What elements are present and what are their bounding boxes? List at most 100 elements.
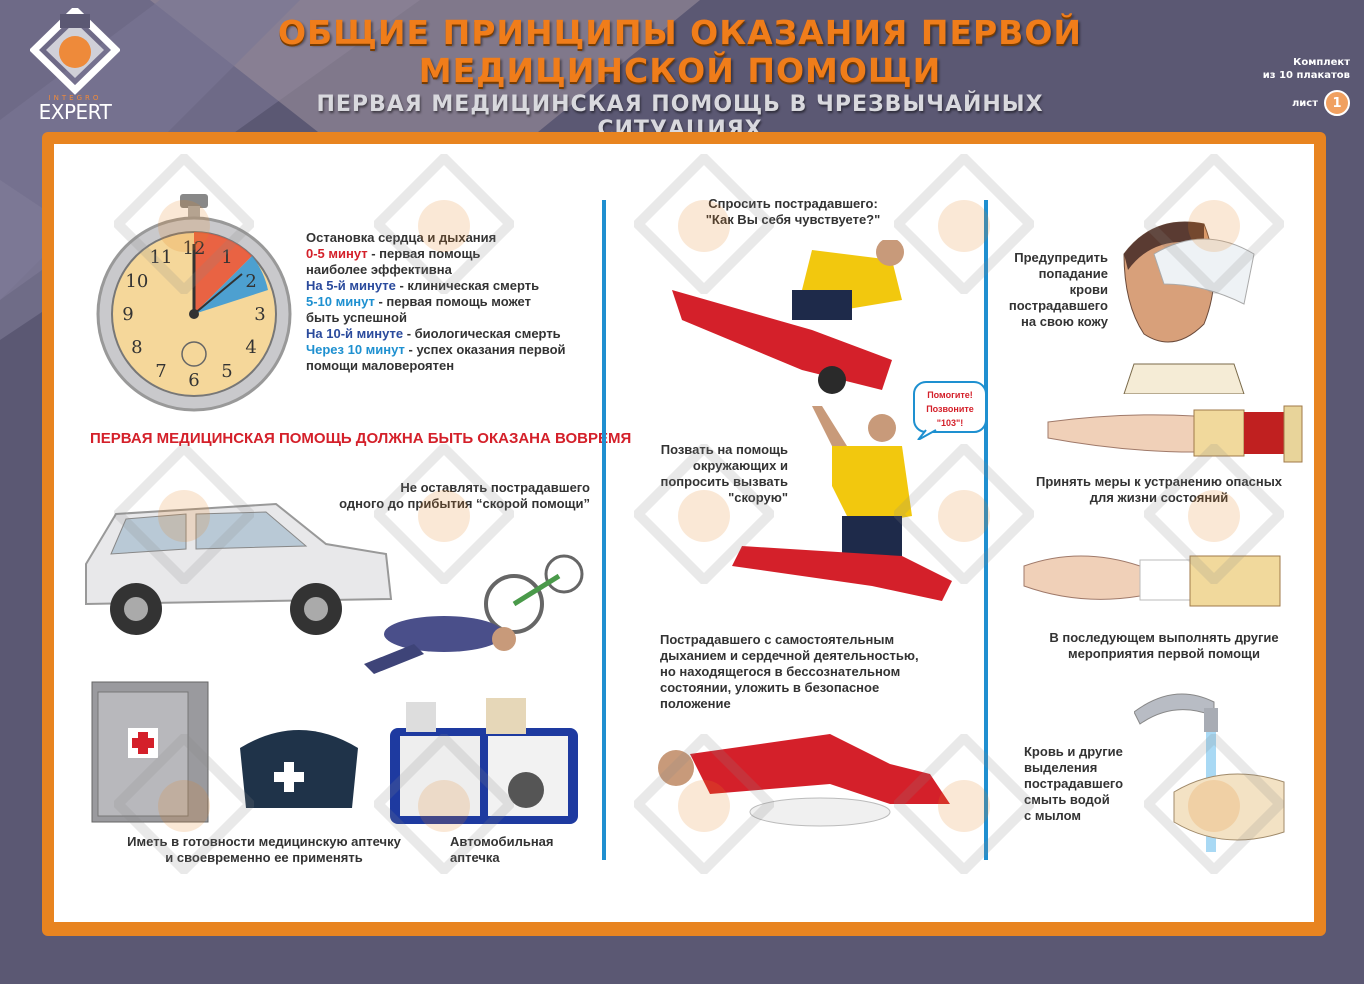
safe-position-text: Пострадавшего с самостоятельным дыханием… <box>660 632 919 712</box>
clock-line-text: - первая помощь может <box>374 294 531 309</box>
safe-line-2: дыханием и сердечной деятельностью, <box>660 648 919 663</box>
logo-emblem-icon <box>28 5 122 95</box>
car-illustration <box>85 502 393 635</box>
do-not-leave-line-2: одного до прибытия “скорой помощи” <box>339 496 590 511</box>
further-actions-text: В последующем выполнять другие мероприят… <box>1024 630 1304 662</box>
stopwatch-icon: 121234567891011 <box>96 194 292 412</box>
safe-line-4: состоянии, уложить в безопасное <box>660 680 880 695</box>
prevent-line-1: Предупредить <box>1014 250 1108 265</box>
further-line-2: мероприятия первой помощи <box>1067 646 1260 661</box>
clock-line-highlight: На 10-й минуте <box>306 326 404 341</box>
call-line-4: "скорую" <box>728 490 788 505</box>
safe-line-5: положение <box>660 696 731 711</box>
clock-number: 3 <box>254 304 265 325</box>
clock-line-text: - биологическая смерть <box>403 326 561 341</box>
measures-line-2: для жизни состояний <box>1089 490 1229 505</box>
clock-line-text: - клиническая смерть <box>395 278 540 293</box>
column-divider-right <box>984 200 988 860</box>
clock-line-highlight: 0-5 минут <box>306 246 368 261</box>
call-help-text: Позвать на помощь окружающих и попросить… <box>634 442 788 506</box>
clock-number: 6 <box>188 370 199 391</box>
tourniquet-illustration <box>1047 405 1303 463</box>
clock-line-text: Остановка сердца и дыхания <box>306 230 497 245</box>
call-line-3: попросить вызвать <box>660 474 788 489</box>
prevent-line-2: попадание <box>1038 266 1108 281</box>
clock-number: 11 <box>150 247 173 268</box>
gloved-helper-illustration <box>1123 221 1255 394</box>
kit-ready-line-1: Иметь в готовности медицинскую аптечку <box>127 834 401 849</box>
calling-help-illustration <box>732 406 952 601</box>
kit-ready-text: Иметь в готовности медицинскую аптечку и… <box>94 834 434 866</box>
clock-number: 2 <box>245 271 256 292</box>
safe-line-1: Пострадавшего с самостоятельным <box>660 632 895 647</box>
car-kit-line-2: аптечка <box>450 850 500 865</box>
column-divider-left <box>602 200 606 860</box>
title-line-1: ОБЩИЕ ПРИНЦИПЫ ОКАЗАНИЯ ПЕРВОЙ <box>277 13 1083 52</box>
clock-line: 0-5 минут - первая помощь <box>306 246 566 262</box>
do-not-leave-line-1: Не оставлять пострадавшего <box>400 480 590 495</box>
do-not-leave-text: Не оставлять пострадавшего одного до при… <box>280 480 590 512</box>
wash-line-4: смыть водой <box>1024 792 1110 807</box>
poster-panel: 121234567891011 Остановка сердца и дыхан… <box>42 132 1326 936</box>
clock-line: помощи маловероятен <box>306 358 566 374</box>
page-title: ОБЩИЕ ПРИНЦИПЫ ОКАЗАНИЯ ПЕРВОЙ МЕДИЦИНСК… <box>230 14 1130 90</box>
clock-line-text: наиболее эффективна <box>306 262 452 277</box>
cyclist-victim-illustration <box>364 554 584 674</box>
bandaging-illustration <box>1023 555 1281 607</box>
further-line-1: В последующем выполнять другие <box>1049 630 1279 645</box>
safe-line-3: но находящегося в бессознательном <box>660 664 901 679</box>
call-line-1: Позвать на помощь <box>660 442 788 457</box>
logo-small-text: INTEGRO <box>48 94 102 102</box>
urgent-measures-text: Принять меры к устранению опасных для жи… <box>1014 474 1304 506</box>
prevent-line-4: пострадавшего <box>1008 298 1108 313</box>
clock-line: наиболее эффективна <box>306 262 566 278</box>
car-kit-text: Автомобильная аптечка <box>450 834 554 866</box>
clock-line-highlight: На 5-й минуте <box>306 278 396 293</box>
call-line-2: окружающих и <box>692 458 788 473</box>
wash-line-1: Кровь и другие <box>1024 744 1123 759</box>
bubble-line-2: Позвоните <box>926 404 974 414</box>
clock-number: 5 <box>221 361 232 382</box>
clock-number: 9 <box>122 304 133 325</box>
kit-ready-line-2: и своевременно ее применять <box>165 850 363 865</box>
title-line-2: МЕДИЦИНСКОЙ ПОМОЩИ <box>418 51 942 90</box>
poster-content: 121234567891011 Остановка сердца и дыхан… <box>54 144 1314 922</box>
speech-bubble <box>913 381 987 440</box>
clock-number: 1 <box>221 247 232 268</box>
integro-expert-logo: INTEGRO EXPERT <box>28 5 122 124</box>
first-aid-bag-illustration <box>240 730 358 808</box>
wash-line-3: пострадавшего <box>1024 776 1124 791</box>
prevent-line-3: крови <box>1069 282 1108 297</box>
clock-line: На 10-й минуте - биологическая смерть <box>306 326 566 342</box>
kit-line-2: из 10 плакатов <box>1262 70 1350 81</box>
kit-line-1: Комплект <box>1293 57 1350 68</box>
washing-hands-illustration <box>1134 693 1285 852</box>
prevent-blood-text: Предупредить попадание крови пострадавше… <box>992 250 1108 330</box>
wash-line-2: выделения <box>1024 760 1098 775</box>
clock-line-text: помощи маловероятен <box>306 358 455 373</box>
speech-bubble-text: Помогите! Позвоните "103"! <box>914 388 986 430</box>
clock-number: 8 <box>131 337 142 358</box>
clock-line: 5-10 минут - первая помощь может <box>306 294 566 310</box>
ask-line-2: "Как Вы себя чувствуете?" <box>705 212 881 227</box>
clock-line: быть успешной <box>306 310 566 326</box>
medicine-cabinet-illustration <box>91 681 209 823</box>
prevent-line-5: на свою кожу <box>1021 314 1108 329</box>
sheet-label: лист <box>1291 97 1318 109</box>
sheet-indicator: лист 1 <box>1263 90 1350 116</box>
ask-victim-text: Спросить пострадавшего: "Как Вы себя чув… <box>658 196 928 228</box>
clock-number: 7 <box>155 361 166 382</box>
clock-number: 4 <box>245 337 256 358</box>
clock-line-text: - первая помощь <box>367 246 481 261</box>
clock-number: 10 <box>125 271 148 292</box>
clock-line-text: быть успешной <box>306 310 407 325</box>
car-kit-line-1: Автомобильная <box>450 834 554 849</box>
measures-line-1: Принять меры к устранению опасных <box>1035 474 1283 489</box>
bubble-line-1: Помогите! <box>927 390 973 400</box>
asking-victim-illustration <box>672 240 904 394</box>
clock-line: Через 10 минут - успех оказания первой <box>306 342 566 358</box>
ask-line-1: Спросить пострадавшего: <box>708 196 878 211</box>
headline-on-time: ПЕРВАЯ МЕДИЦИНСКАЯ ПОМОЩЬ ДОЛЖНА БЫТЬ ОК… <box>90 430 632 447</box>
clock-line: Остановка сердца и дыхания <box>306 230 566 246</box>
